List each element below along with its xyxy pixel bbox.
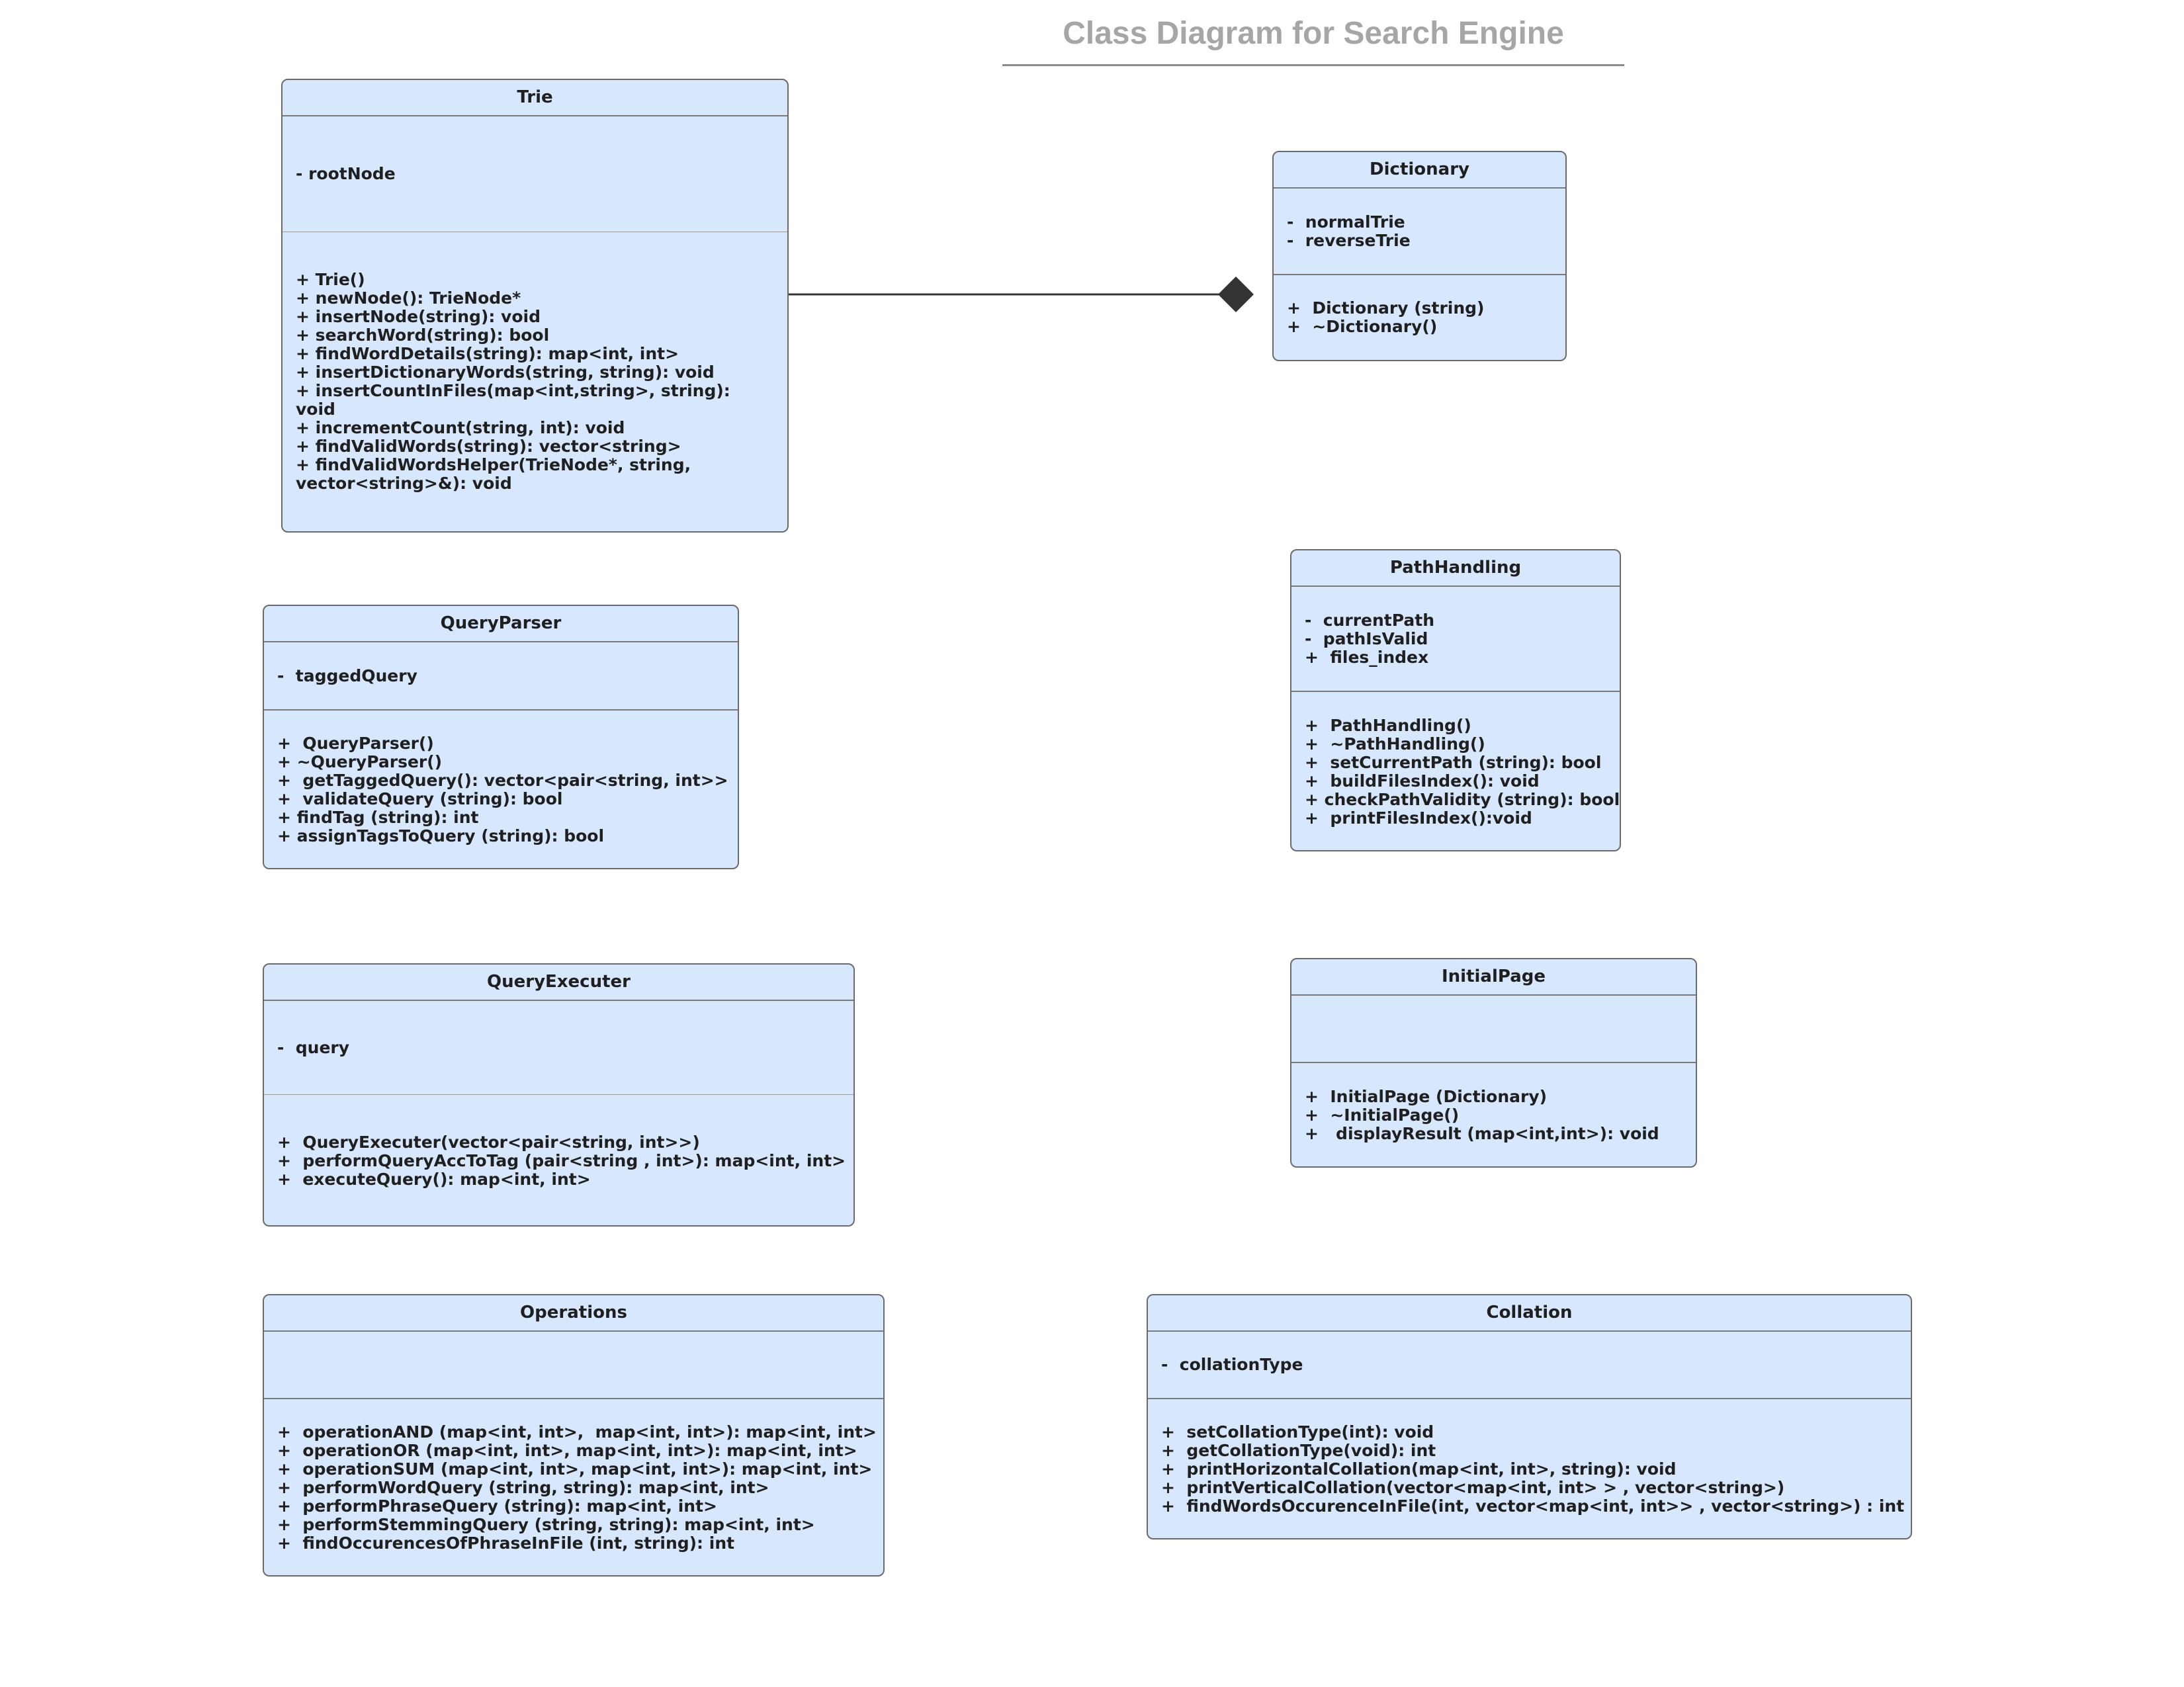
class-name: InitialPage: [1291, 959, 1696, 996]
class-attributes: - currentPath- pathIsValid+ files_index: [1291, 587, 1620, 692]
class-method: + printHorizontalCollation(map<int, int>…: [1161, 1459, 1677, 1479]
class-method: + performStemmingQuery (string, string):…: [277, 1515, 815, 1534]
class-methods: + QueryParser()+ ~QueryParser()+ getTagg…: [264, 711, 738, 869]
class-method: + findValidWords(string): vector<string>: [296, 437, 681, 456]
class-method: + Dictionary (string): [1287, 298, 1485, 318]
class-method: + insertDictionaryWords(string, string):…: [296, 363, 715, 382]
class-method: + operationOR (map<int, int>, map<int, i…: [277, 1441, 857, 1460]
class-method: + ~QueryParser(): [277, 752, 443, 771]
class-query-executer[interactable]: QueryExecuter - query + QueryExecuter(ve…: [263, 963, 855, 1227]
class-method: + findOccurencesOfPhraseInFile (int, str…: [277, 1534, 735, 1553]
class-trie[interactable]: Trie - rootNode + Trie()+ newNode(): Tri…: [281, 79, 789, 533]
class-method: + setCurrentPath (string): bool: [1305, 752, 1602, 772]
class-initial-page[interactable]: InitialPage + InitialPage (Dictionary)+ …: [1290, 958, 1697, 1168]
class-operations[interactable]: Operations + operationAND (map<int, int>…: [263, 1294, 885, 1577]
class-method: + validateQuery (string): bool: [277, 789, 563, 808]
class-path-handling[interactable]: PathHandling - currentPath- pathIsValid+…: [1290, 549, 1621, 851]
class-attributes: - normalTrie- reverseTrie: [1274, 189, 1565, 275]
class-method: + QueryParser(): [277, 734, 434, 753]
class-attributes: - rootNode: [283, 116, 787, 232]
class-name: QueryParser: [264, 606, 738, 642]
class-attributes: - query: [264, 1001, 853, 1095]
composition-diamond-icon: [1218, 277, 1254, 312]
class-methods: + PathHandling()+ ~PathHandling()+ setCu…: [1291, 692, 1620, 851]
class-query-parser[interactable]: QueryParser - taggedQuery + QueryParser(…: [263, 605, 739, 869]
class-method: + setCollationType(int): void: [1161, 1422, 1434, 1442]
class-methods: + Dictionary (string)+ ~Dictionary(): [1274, 275, 1565, 360]
class-method: + performWordQuery (string, string): map…: [277, 1478, 769, 1497]
class-method: + QueryExecuter(vector<pair<string, int>…: [277, 1132, 700, 1152]
class-method: + Trie(): [296, 270, 365, 289]
class-attribute: - rootNode: [296, 164, 396, 183]
class-collation[interactable]: Collation - collationType + setCollation…: [1147, 1294, 1912, 1539]
class-method: + ~InitialPage(): [1305, 1105, 1460, 1125]
class-method: + printFilesIndex():void: [1305, 808, 1532, 828]
class-attribute: - pathIsValid: [1305, 628, 1428, 648]
class-name: PathHandling: [1291, 550, 1620, 587]
class-attribute: - query: [277, 1037, 350, 1057]
class-methods: + InitialPage (Dictionary)+ ~InitialPage…: [1291, 1063, 1696, 1168]
class-method: + InitialPage (Dictionary): [1305, 1087, 1548, 1106]
class-method: + checkPathValidity (string): bool: [1305, 789, 1620, 809]
class-dictionary[interactable]: Dictionary - normalTrie- reverseTrie + D…: [1272, 151, 1567, 361]
class-method: + getCollationType(void): int: [1161, 1441, 1436, 1460]
class-method: + searchWord(string): bool: [296, 325, 550, 345]
class-method: + performPhraseQuery (string): map<int, …: [277, 1496, 717, 1516]
class-name: Collation: [1148, 1295, 1911, 1332]
class-method: + findWordDetails(string): map<int, int>: [296, 344, 679, 363]
class-method: + findTag (string): int: [277, 808, 479, 827]
class-method: + newNode(): TrieNode*: [296, 288, 521, 308]
class-method: + assignTagsToQuery (string): bool: [277, 826, 605, 845]
class-attributes: [264, 1332, 883, 1399]
class-name: Dictionary: [1274, 152, 1565, 189]
title-underline: [1002, 64, 1624, 66]
class-methods: + Trie()+ newNode(): TrieNode*+ insertNo…: [283, 232, 787, 531]
class-attribute: + files_index: [1305, 647, 1429, 667]
class-method: + findValidWordsHelper(TrieNode*, string…: [296, 455, 697, 493]
class-method: + ~PathHandling(): [1305, 734, 1485, 754]
class-attributes: - collationType: [1148, 1332, 1911, 1399]
class-method: + executeQuery(): map<int, int>: [277, 1169, 591, 1189]
class-name: Operations: [264, 1295, 883, 1332]
class-method: + operationAND (map<int, int>, map<int, …: [277, 1422, 877, 1442]
class-attribute: - collationType: [1161, 1355, 1303, 1374]
class-method: + ~Dictionary(): [1287, 317, 1438, 336]
class-name: Trie: [283, 80, 787, 116]
class-methods: + QueryExecuter(vector<pair<string, int>…: [264, 1095, 853, 1227]
class-method: + insertNode(string): void: [296, 307, 541, 326]
class-attributes: - taggedQuery: [264, 642, 738, 711]
class-method: + displayResult (map<int,int>): void: [1305, 1124, 1659, 1143]
class-attribute: - normalTrie: [1287, 212, 1405, 232]
class-method: + printVerticalCollation(vector<map<int,…: [1161, 1478, 1785, 1497]
class-attributes: [1291, 996, 1696, 1063]
class-method: + incrementCount(string, int): void: [296, 418, 625, 437]
class-attribute: - taggedQuery: [277, 666, 417, 685]
class-method: + getTaggedQuery(): vector<pair<string, …: [277, 771, 728, 790]
class-attribute: - currentPath: [1305, 610, 1435, 630]
class-method: + operationSUM (map<int, int>, map<int, …: [277, 1459, 873, 1479]
class-method: + insertCountInFiles(map<int,string>, st…: [296, 381, 736, 419]
class-attribute: - reverseTrie: [1287, 230, 1411, 250]
diagram-title: Class Diagram for Search Engine: [1063, 16, 1564, 51]
class-method: + findWordsOccurenceInFile(int, vector<m…: [1161, 1496, 1905, 1516]
class-name: QueryExecuter: [264, 965, 853, 1001]
class-method: + performQueryAccToTag (pair<string , in…: [277, 1150, 846, 1170]
class-method: + buildFilesIndex(): void: [1305, 771, 1540, 791]
class-method: + PathHandling(): [1305, 715, 1471, 735]
class-methods: + operationAND (map<int, int>, map<int, …: [264, 1399, 883, 1577]
class-methods: + setCollationType(int): void+ getCollat…: [1148, 1399, 1911, 1539]
